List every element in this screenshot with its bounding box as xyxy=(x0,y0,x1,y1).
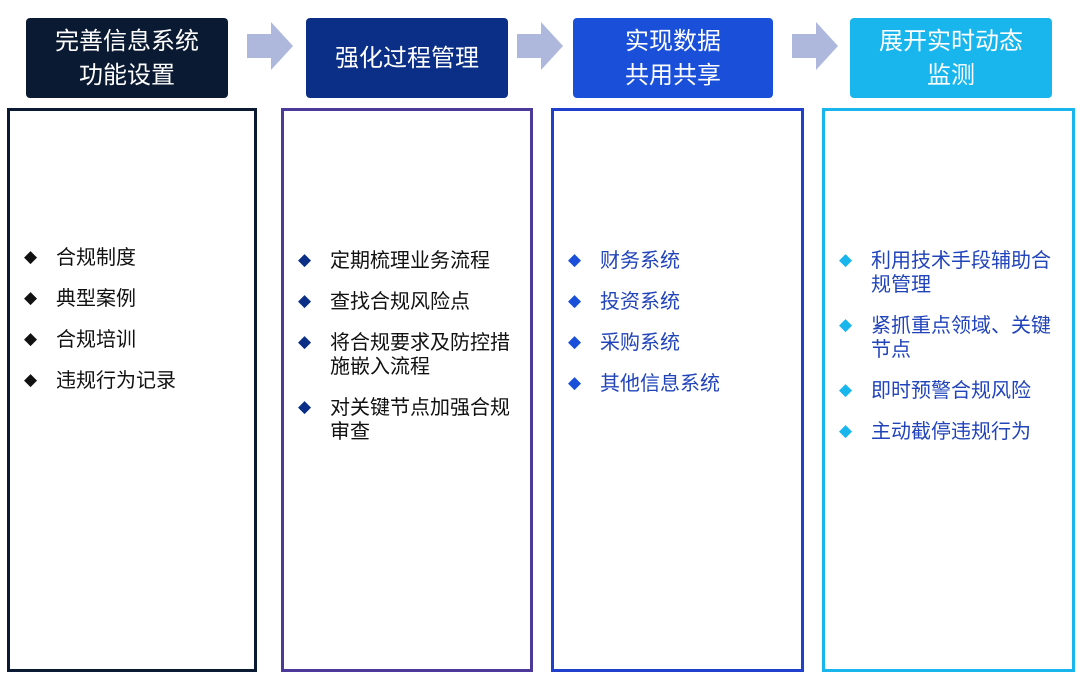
bullet-list: ◆ 定期梳理业务流程 ◆ 查找合规风险点 ◆ 将合规要求及防控措施嵌入流程 ◆ … xyxy=(298,248,520,460)
list-item: ◆ 主动截停违规行为 xyxy=(839,419,1031,443)
diamond-icon: ◆ xyxy=(24,370,38,390)
bullet-list: ◆ 合规制度 ◆ 典型案例 ◆ 合规培训 ◆ 违规行为记录 xyxy=(24,245,244,409)
list-item: ◆ 投资系统 xyxy=(568,289,680,313)
diamond-icon: ◆ xyxy=(24,288,38,308)
diamond-icon: ◆ xyxy=(24,247,38,267)
diamond-icon: ◆ xyxy=(298,291,312,311)
list-item: ◆ 典型案例 xyxy=(24,286,136,310)
diamond-icon: ◆ xyxy=(839,380,853,400)
list-item: ◆ 定期梳理业务流程 xyxy=(298,248,490,272)
diamond-icon: ◆ xyxy=(839,315,853,335)
list-item: ◆ 合规培训 xyxy=(24,327,136,351)
list-item: ◆ 其他信息系统 xyxy=(568,371,720,395)
column-header-process-management: 强化过程管理 xyxy=(306,18,508,98)
list-item: ◆ 采购系统 xyxy=(568,330,680,354)
list-item: ◆ 合规制度 xyxy=(24,245,136,269)
list-item: ◆ 财务系统 xyxy=(568,248,680,272)
list-item: ◆ 查找合规风险点 xyxy=(298,289,470,313)
column-header-data-sharing: 实现数据 共用共享 xyxy=(573,18,773,98)
diamond-icon: ◆ xyxy=(298,250,312,270)
list-item: ◆ 对关键节点加强合规审查 xyxy=(298,395,510,443)
list-item: ◆ 违规行为记录 xyxy=(24,368,176,392)
list-item: ◆ 即时预警合规风险 xyxy=(839,378,1031,402)
arrow-right-icon xyxy=(247,22,293,70)
diamond-icon: ◆ xyxy=(839,250,853,270)
diamond-icon: ◆ xyxy=(568,291,582,311)
diamond-icon: ◆ xyxy=(839,421,853,441)
bullet-list: ◆ 财务系统 ◆ 投资系统 ◆ 采购系统 ◆ 其他信息系统 xyxy=(568,248,791,412)
bullet-list: ◆ 利用技术手段辅助合规管理 ◆ 紧抓重点领域、关键节点 ◆ 即时预警合规风险 … xyxy=(839,248,1062,460)
diamond-icon: ◆ xyxy=(568,250,582,270)
list-item: ◆ 利用技术手段辅助合规管理 xyxy=(839,248,1051,296)
column-header-realtime-monitoring: 展开实时动态 监测 xyxy=(850,18,1052,98)
arrow-right-icon xyxy=(517,22,563,70)
column-panel-process-management: ◆ 定期梳理业务流程 ◆ 查找合规风险点 ◆ 将合规要求及防控措施嵌入流程 ◆ … xyxy=(281,108,533,672)
diamond-icon: ◆ xyxy=(568,373,582,393)
diamond-icon: ◆ xyxy=(568,332,582,352)
list-item: ◆ 紧抓重点领域、关键节点 xyxy=(839,313,1051,361)
list-item: ◆ 将合规要求及防控措施嵌入流程 xyxy=(298,330,510,378)
column-panel-realtime-monitoring: ◆ 利用技术手段辅助合规管理 ◆ 紧抓重点领域、关键节点 ◆ 即时预警合规风险 … xyxy=(822,108,1075,672)
column-panel-system-function: ◆ 合规制度 ◆ 典型案例 ◆ 合规培训 ◆ 违规行为记录 xyxy=(7,108,257,672)
arrow-right-icon xyxy=(792,22,838,70)
diamond-icon: ◆ xyxy=(298,332,312,352)
diamond-icon: ◆ xyxy=(24,329,38,349)
column-panel-data-sharing: ◆ 财务系统 ◆ 投资系统 ◆ 采购系统 ◆ 其他信息系统 xyxy=(551,108,804,672)
column-header-system-function: 完善信息系统 功能设置 xyxy=(26,18,228,98)
diamond-icon: ◆ xyxy=(298,397,312,417)
